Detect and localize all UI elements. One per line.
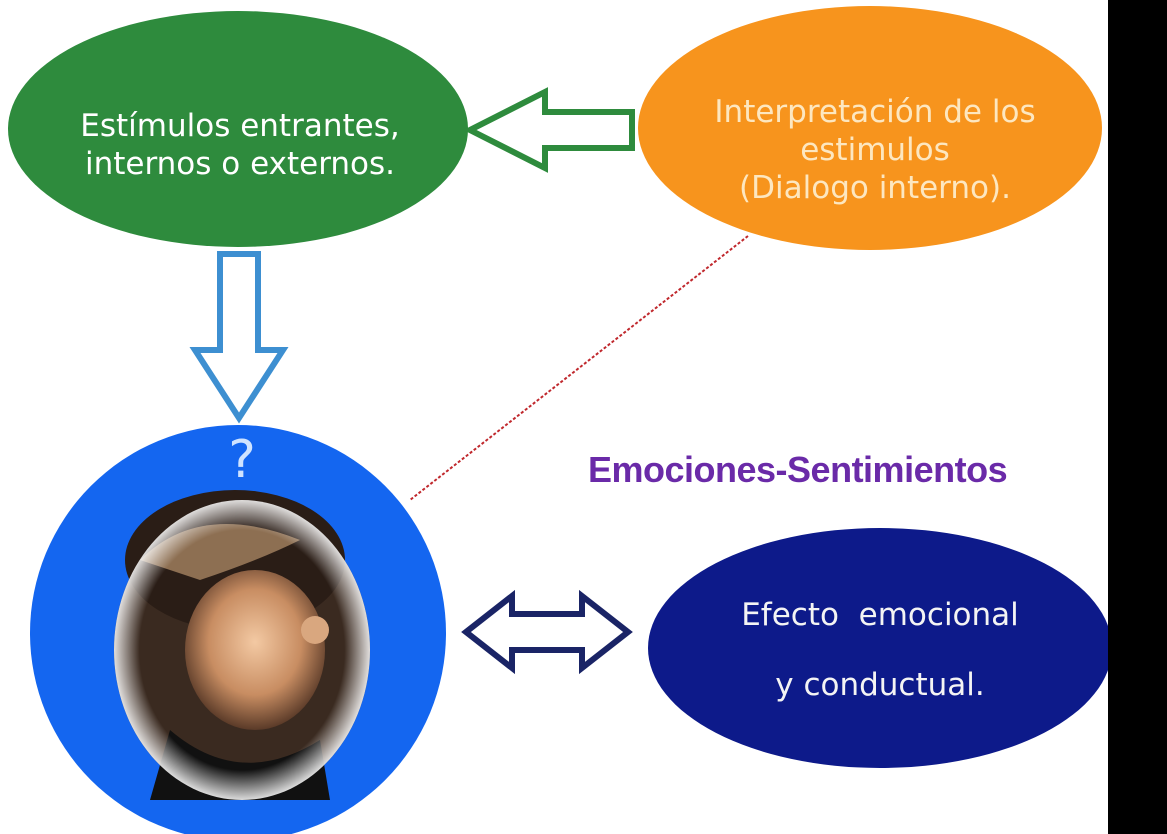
- interpretation-line-3: (Dialogo interno).: [739, 170, 1011, 206]
- question-mark: ?: [228, 430, 256, 490]
- stimuli-label: Estímulos entrantes, internos o externos…: [20, 70, 460, 220]
- hollow-double-arrow-icon: [461, 589, 633, 675]
- black-side-bar: [1108, 0, 1167, 834]
- effect-ellipse: [648, 528, 1112, 768]
- stimuli-line-1: Estímulos entrantes,: [80, 108, 400, 144]
- effect-label: Efecto emocional y conductual.: [650, 570, 1110, 730]
- interpretation-ellipse: [638, 6, 1102, 250]
- hollow-down-arrow-icon: [189, 251, 289, 424]
- effect-line-1: Efecto emocional: [741, 597, 1019, 633]
- stimuli-line-2: internos o externos.: [84, 146, 396, 182]
- interpretation-label: Interpretación de los estimulos (Dialogo…: [650, 70, 1100, 230]
- stimuli-ellipse: [8, 11, 468, 247]
- woman-photo-icon: [114, 490, 370, 800]
- connector-line: [409, 235, 749, 501]
- interpretation-line-1: Interpretación de los: [714, 94, 1036, 130]
- effect-line-2: y conductual.: [775, 667, 985, 703]
- emotions-title: Emociones-Sentimientos: [588, 449, 1008, 490]
- hollow-left-arrow-icon: [463, 87, 635, 173]
- interpretation-line-2: estimulos: [800, 132, 950, 168]
